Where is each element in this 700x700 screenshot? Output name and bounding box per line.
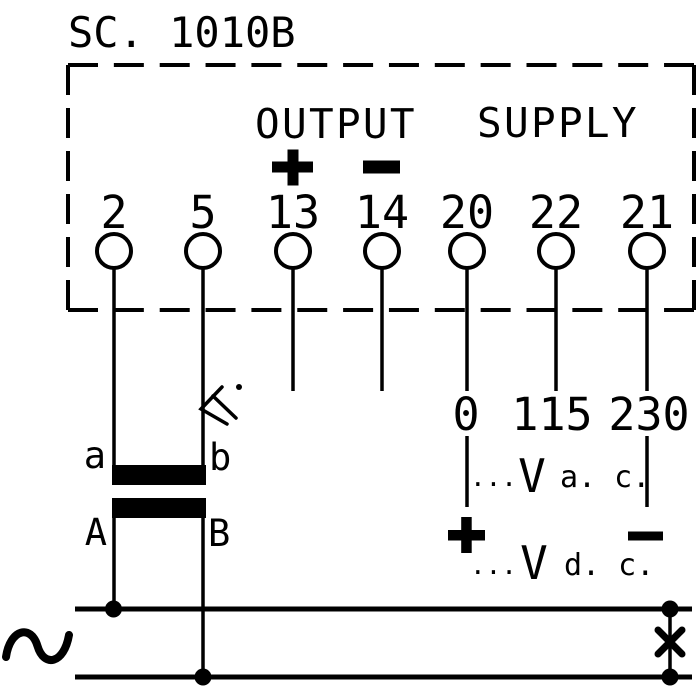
tap-label-230: 230: [608, 388, 689, 441]
terminal-number: 22: [529, 186, 583, 239]
terminal-circle: [537, 232, 575, 270]
junction-dot: [661, 668, 679, 686]
transformer-winding-secondary: [112, 465, 206, 485]
terminal-circle: [95, 232, 133, 270]
winding-terminal-b: b: [209, 436, 231, 479]
x-mark-icon: [654, 626, 686, 658]
ac-dots: ...: [470, 463, 517, 493]
terminal-number: 5: [189, 186, 216, 239]
supply-section-label: SUPPLY: [477, 99, 639, 147]
terminal-wires: [112, 268, 649, 465]
dc-volts-symbol: V: [520, 536, 548, 590]
transformer-symbol: a b A B: [84, 434, 231, 677]
tap-label-115: 115: [511, 388, 592, 441]
tap-label-0: 0: [452, 388, 479, 441]
terminal-circle: [274, 232, 312, 270]
terminal-numbers: 2 5 13 14 20 22 21: [100, 186, 674, 239]
terminal-circle: [184, 232, 222, 270]
terminal-circle: [363, 232, 401, 270]
winding-terminal-a: a: [84, 434, 106, 477]
supply-tap-labels: 0 115 230: [452, 388, 690, 507]
dc-dots: ...: [470, 551, 517, 581]
dc-plus-icon: +: [448, 517, 485, 553]
winding-terminal-B: B: [208, 512, 230, 555]
dc-rating-row: + ... V d. c. −: [448, 517, 663, 590]
ac-unit: a. c.: [560, 460, 650, 495]
device-outline: [66, 63, 696, 312]
dc-minus-icon: −: [628, 531, 663, 541]
transformer-winding-primary: [112, 498, 206, 518]
junction-dot: [105, 600, 122, 618]
output-section-label: OUTPUT: [255, 100, 417, 148]
junction-dot: [661, 600, 679, 618]
terminal-number: 13: [266, 186, 320, 239]
terminal-circle: [448, 232, 486, 270]
ac-rating-row: ... V a. c.: [470, 449, 650, 503]
junction-dot: [194, 668, 212, 686]
sine-wave-icon: [2, 628, 73, 664]
terminal-number: 21: [620, 186, 674, 239]
adjust-arrow-icon: [198, 384, 242, 426]
output-plus-icon: +: [272, 149, 313, 186]
mains-buses: [2, 600, 692, 686]
terminal-number: 14: [355, 186, 409, 239]
dc-unit: d. c.: [564, 548, 654, 583]
terminal-number: 20: [440, 186, 494, 239]
terminal-number: 2: [100, 186, 127, 239]
device-model: SC. 1010B: [68, 8, 296, 57]
winding-terminal-A: A: [85, 511, 107, 554]
ac-volts-symbol: V: [518, 449, 546, 503]
terminal-circle: [628, 232, 666, 270]
output-minus-icon: −: [363, 160, 400, 174]
